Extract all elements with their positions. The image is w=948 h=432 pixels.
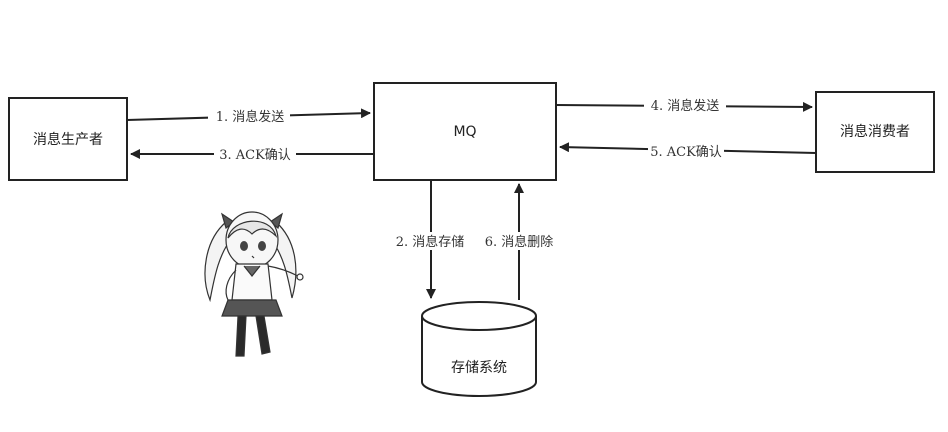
mq-node: MQ — [373, 82, 557, 181]
edge-store: 2. 消息存储 — [389, 180, 471, 299]
edge-ack-from-consumer: 5. ACK确认 — [559, 142, 817, 160]
storage-node: 存储系统 — [421, 301, 537, 397]
edge-label-store: 2. 消息存储 — [396, 234, 465, 250]
anime-girl-illustration — [204, 211, 304, 357]
producer-node: 消息生产者 — [8, 97, 128, 181]
edge-label-delete: 6. 消息删除 — [485, 234, 554, 250]
edge-send-to-consumer: 4. 消息发送 — [555, 97, 813, 115]
edge-label-send-to-consumer: 4. 消息发送 — [651, 98, 720, 114]
storage-label: 存储系统 — [451, 360, 507, 376]
edge-delete: 6. 消息删除 — [478, 183, 560, 300]
producer-label: 消息生产者 — [33, 131, 103, 148]
edge-ack-to-producer: 3. ACK确认 — [130, 145, 374, 163]
consumer-label: 消息消费者 — [840, 123, 910, 140]
edge-label-ack-from-consumer: 5. ACK确认 — [650, 145, 722, 160]
edge-label-send-to-mq: 1. 消息发送 — [216, 109, 285, 125]
edge-label-ack-to-producer: 3. ACK确认 — [219, 148, 291, 163]
mq-label: MQ — [453, 124, 476, 140]
consumer-node: 消息消费者 — [815, 91, 935, 173]
edge-send-to-mq: 1. 消息发送 — [126, 106, 371, 125]
